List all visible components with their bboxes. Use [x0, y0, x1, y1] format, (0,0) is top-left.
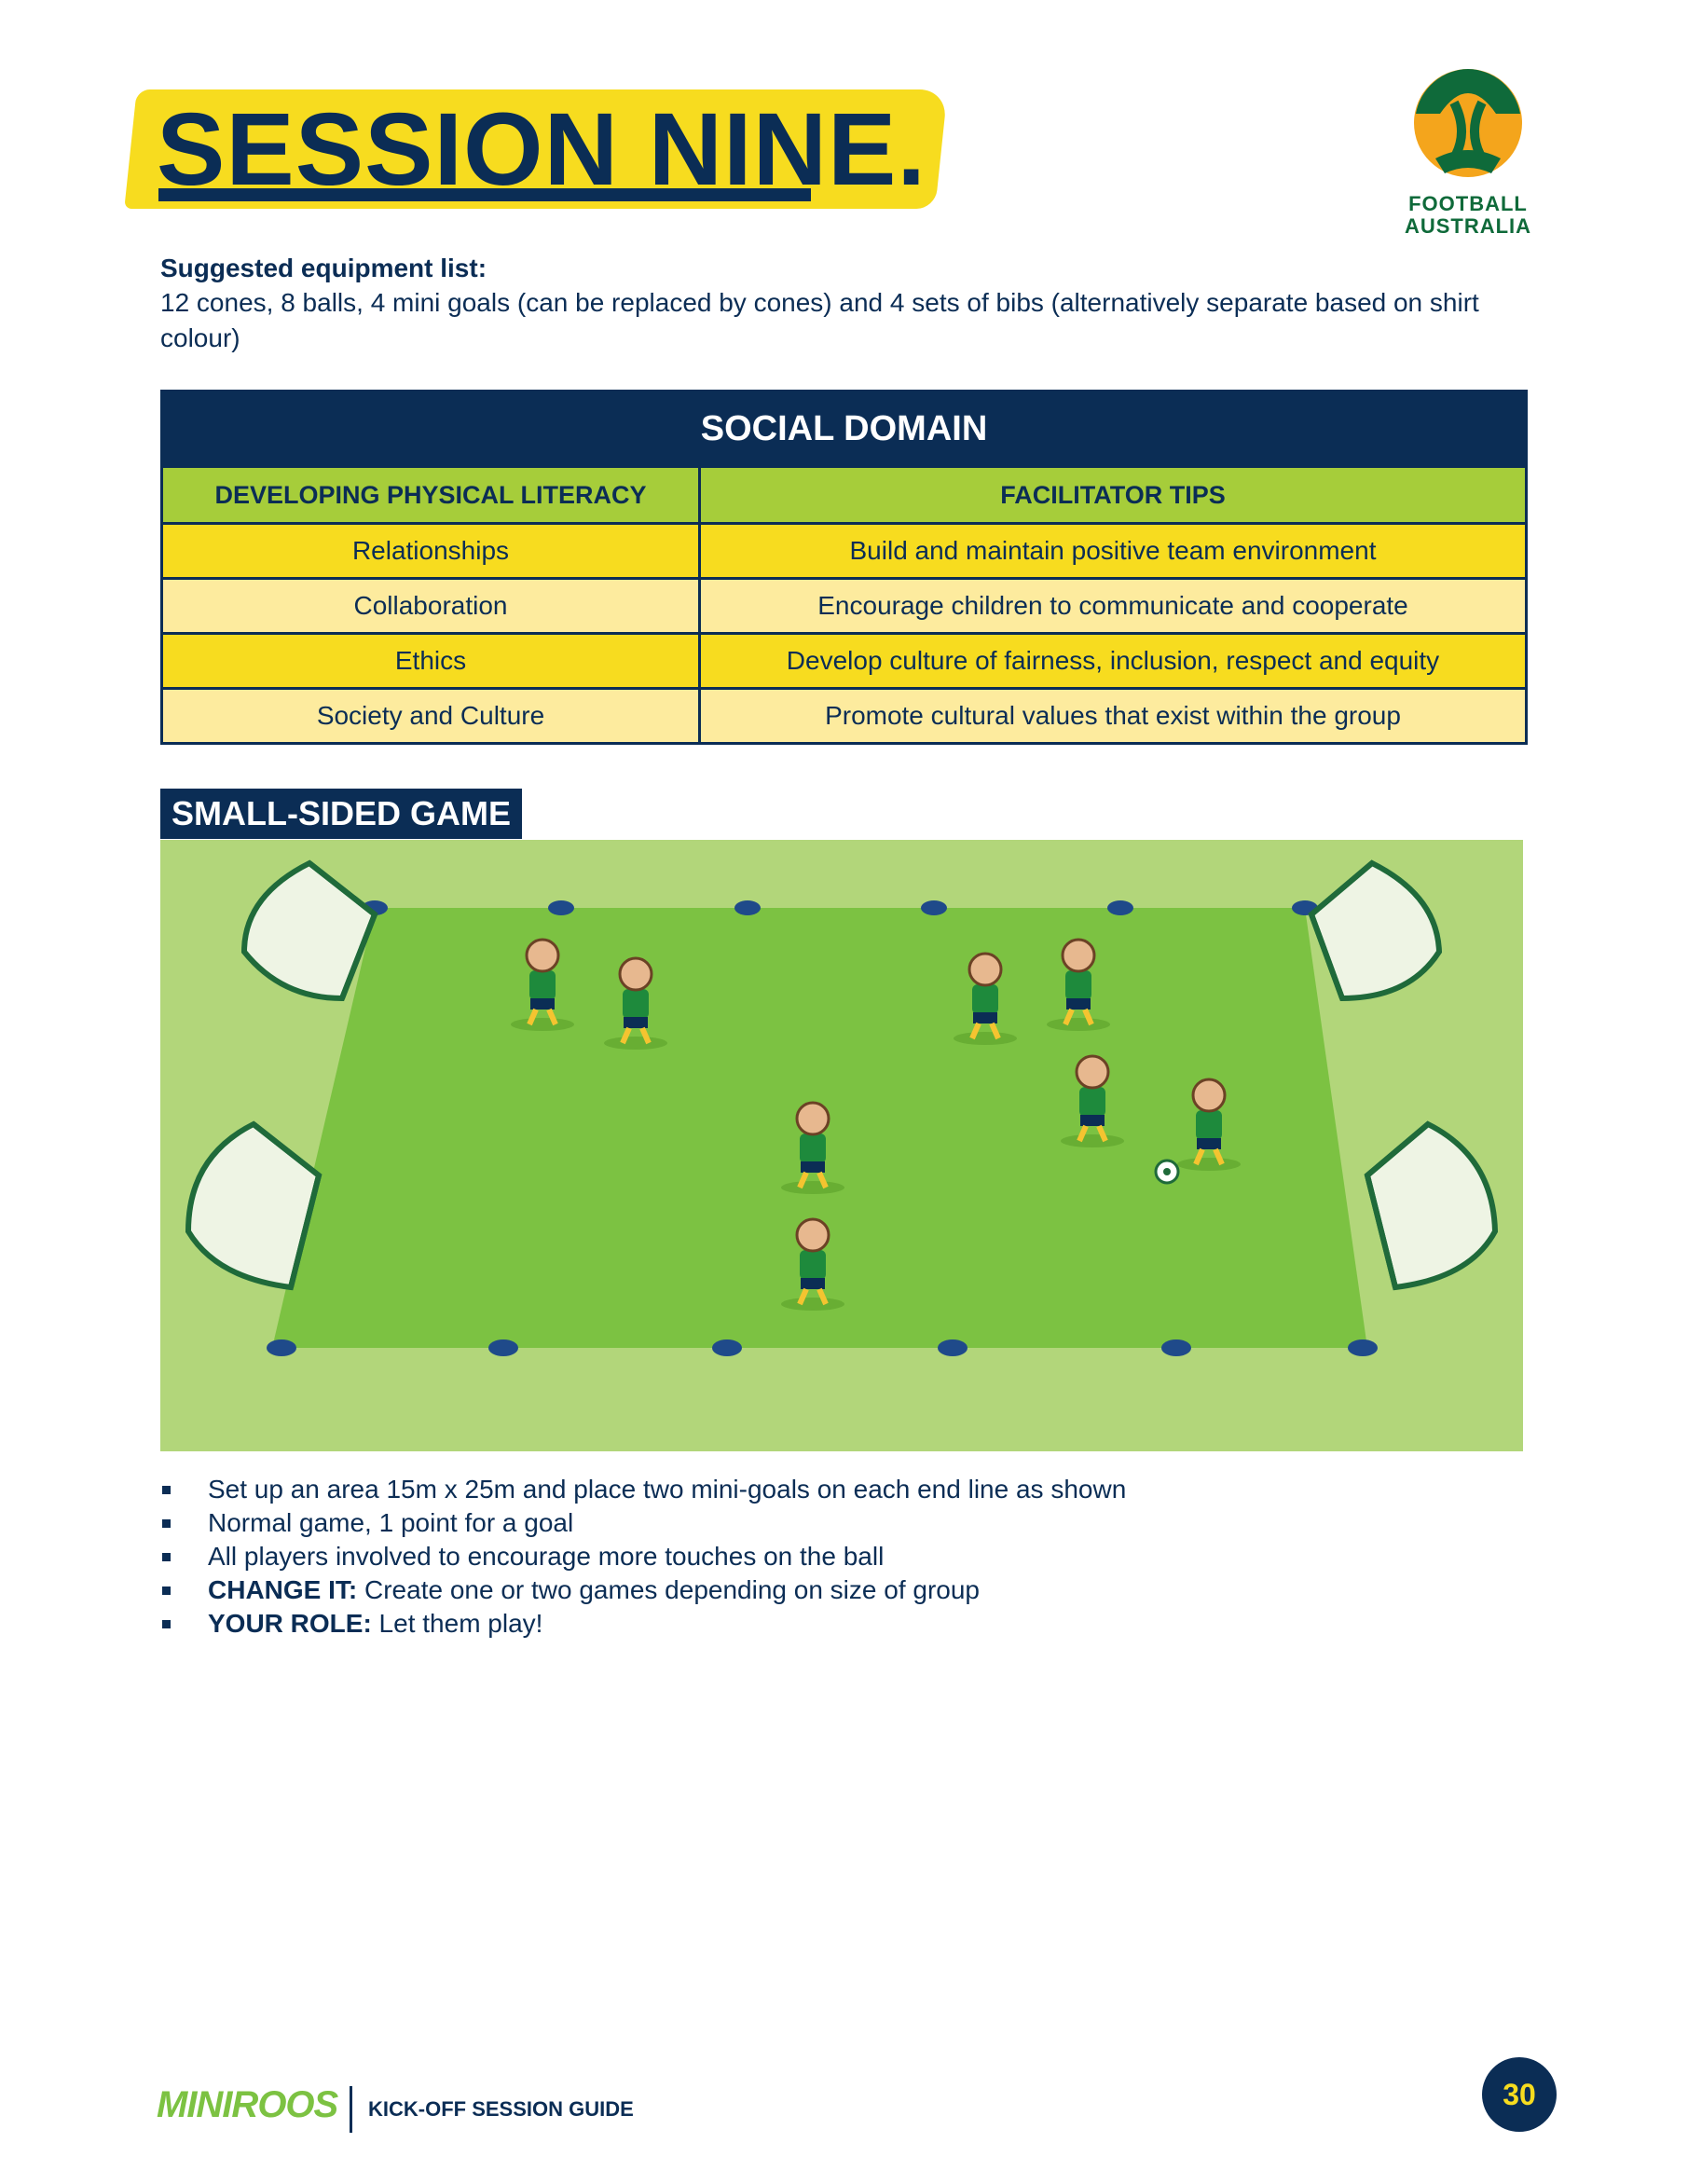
list-item: Normal game, 1 point for a goal — [160, 1506, 1521, 1540]
section-label-small-sided-game: SMALL-SIDED GAME — [160, 789, 522, 839]
cone — [734, 900, 761, 915]
table-cell-tip: Encourage children to communicate and co… — [698, 577, 1528, 635]
bullet-icon — [162, 1518, 171, 1528]
cone — [267, 1339, 296, 1356]
table-cell-literacy: Relationships — [160, 522, 701, 580]
bullet-icon — [162, 1485, 171, 1494]
logo-emblem-icon — [1414, 69, 1522, 177]
player-figure-icon — [1047, 938, 1110, 1031]
mini-goal-icon — [185, 1120, 323, 1291]
list-item: Set up an area 15m x 25m and place two m… — [160, 1473, 1521, 1506]
bullet-text: Let them play! — [371, 1609, 543, 1638]
miniroos-logo: MINIROOS — [157, 2084, 338, 2125]
table-row: Relationships Build and maintain positiv… — [160, 522, 1528, 580]
bullet-bold: YOUR ROLE: — [208, 1609, 372, 1638]
table-row: Collaboration Encourage children to comm… — [160, 577, 1528, 635]
table-cell-tip: Build and maintain positive team environ… — [698, 522, 1528, 580]
list-item: All players involved to encourage more t… — [160, 1540, 1521, 1573]
social-domain-table: SOCIAL DOMAIN DEVELOPING PHYSICAL LITERA… — [160, 390, 1528, 745]
table-title: SOCIAL DOMAIN — [160, 390, 1528, 468]
table-row: Ethics Develop culture of fairness, incl… — [160, 632, 1528, 690]
bullet-text: Create one or two games depending on siz… — [357, 1575, 980, 1604]
page-number-badge: 30 — [1482, 2057, 1557, 2132]
bullet-icon — [162, 1552, 171, 1561]
cone — [938, 1339, 968, 1356]
bullet-text: Normal game, 1 point for a goal — [208, 1508, 574, 1537]
equipment-text: 12 cones, 8 balls, 4 mini goals (can be … — [160, 288, 1479, 352]
table-header-literacy: DEVELOPING PHYSICAL LITERACY — [160, 465, 701, 525]
bullet-icon — [162, 1619, 171, 1628]
cone — [1107, 900, 1133, 915]
cone — [1161, 1339, 1191, 1356]
player-figure-icon — [954, 952, 1017, 1045]
cone — [488, 1339, 518, 1356]
list-item: YOUR ROLE: Let them play! — [160, 1607, 1521, 1641]
game-instructions-list: Set up an area 15m x 25m and place two m… — [160, 1473, 1521, 1641]
cone — [712, 1339, 742, 1356]
mini-goal-icon — [1308, 859, 1443, 1002]
equipment-heading: Suggested equipment list: — [160, 254, 487, 282]
table-cell-literacy: Society and Culture — [160, 687, 701, 745]
cone — [1348, 1339, 1378, 1356]
table-cell-literacy: Ethics — [160, 632, 701, 690]
table-cell-tip: Develop culture of fairness, inclusion, … — [698, 632, 1528, 690]
table-cell-literacy: Collaboration — [160, 577, 701, 635]
table-row: Society and Culture Promote cultural val… — [160, 687, 1528, 745]
page-title: SESSION NINE. — [157, 92, 926, 207]
player-figure-icon — [781, 1101, 844, 1194]
player-figure-icon — [1177, 1078, 1241, 1171]
pitch-diagram — [160, 840, 1523, 1451]
table-header-tips: FACILITATOR TIPS — [698, 465, 1528, 525]
mini-goal-icon — [1364, 1120, 1499, 1291]
player-figure-icon — [511, 938, 574, 1031]
player-figure-icon — [604, 956, 667, 1050]
cones — [267, 900, 1378, 1356]
footer-guide-title: KICK-OFF SESSION GUIDE — [368, 2097, 634, 2121]
football-australia-logo: FOOTBALL AUSTRALIA — [1398, 65, 1538, 238]
mini-goal-icon — [240, 859, 378, 1002]
footer-divider — [350, 2086, 352, 2133]
title-underline — [158, 188, 811, 201]
player-figure-icon — [1061, 1054, 1124, 1147]
player-figure-icon — [781, 1217, 844, 1311]
bullet-icon — [162, 1586, 171, 1595]
list-item: CHANGE IT: Create one or two games depen… — [160, 1573, 1521, 1607]
logo-text-line2: AUSTRALIA — [1404, 214, 1532, 238]
logo-text-line1: FOOTBALL — [1408, 192, 1528, 215]
bullet-text: Set up an area 15m x 25m and place two m… — [208, 1475, 1127, 1504]
cone — [921, 900, 947, 915]
bullet-text: All players involved to encourage more t… — [208, 1542, 885, 1571]
bullet-bold: CHANGE IT: — [208, 1575, 358, 1604]
ball-icon — [1154, 1159, 1180, 1185]
cone — [548, 900, 574, 915]
table-cell-tip: Promote cultural values that exist withi… — [698, 687, 1528, 745]
